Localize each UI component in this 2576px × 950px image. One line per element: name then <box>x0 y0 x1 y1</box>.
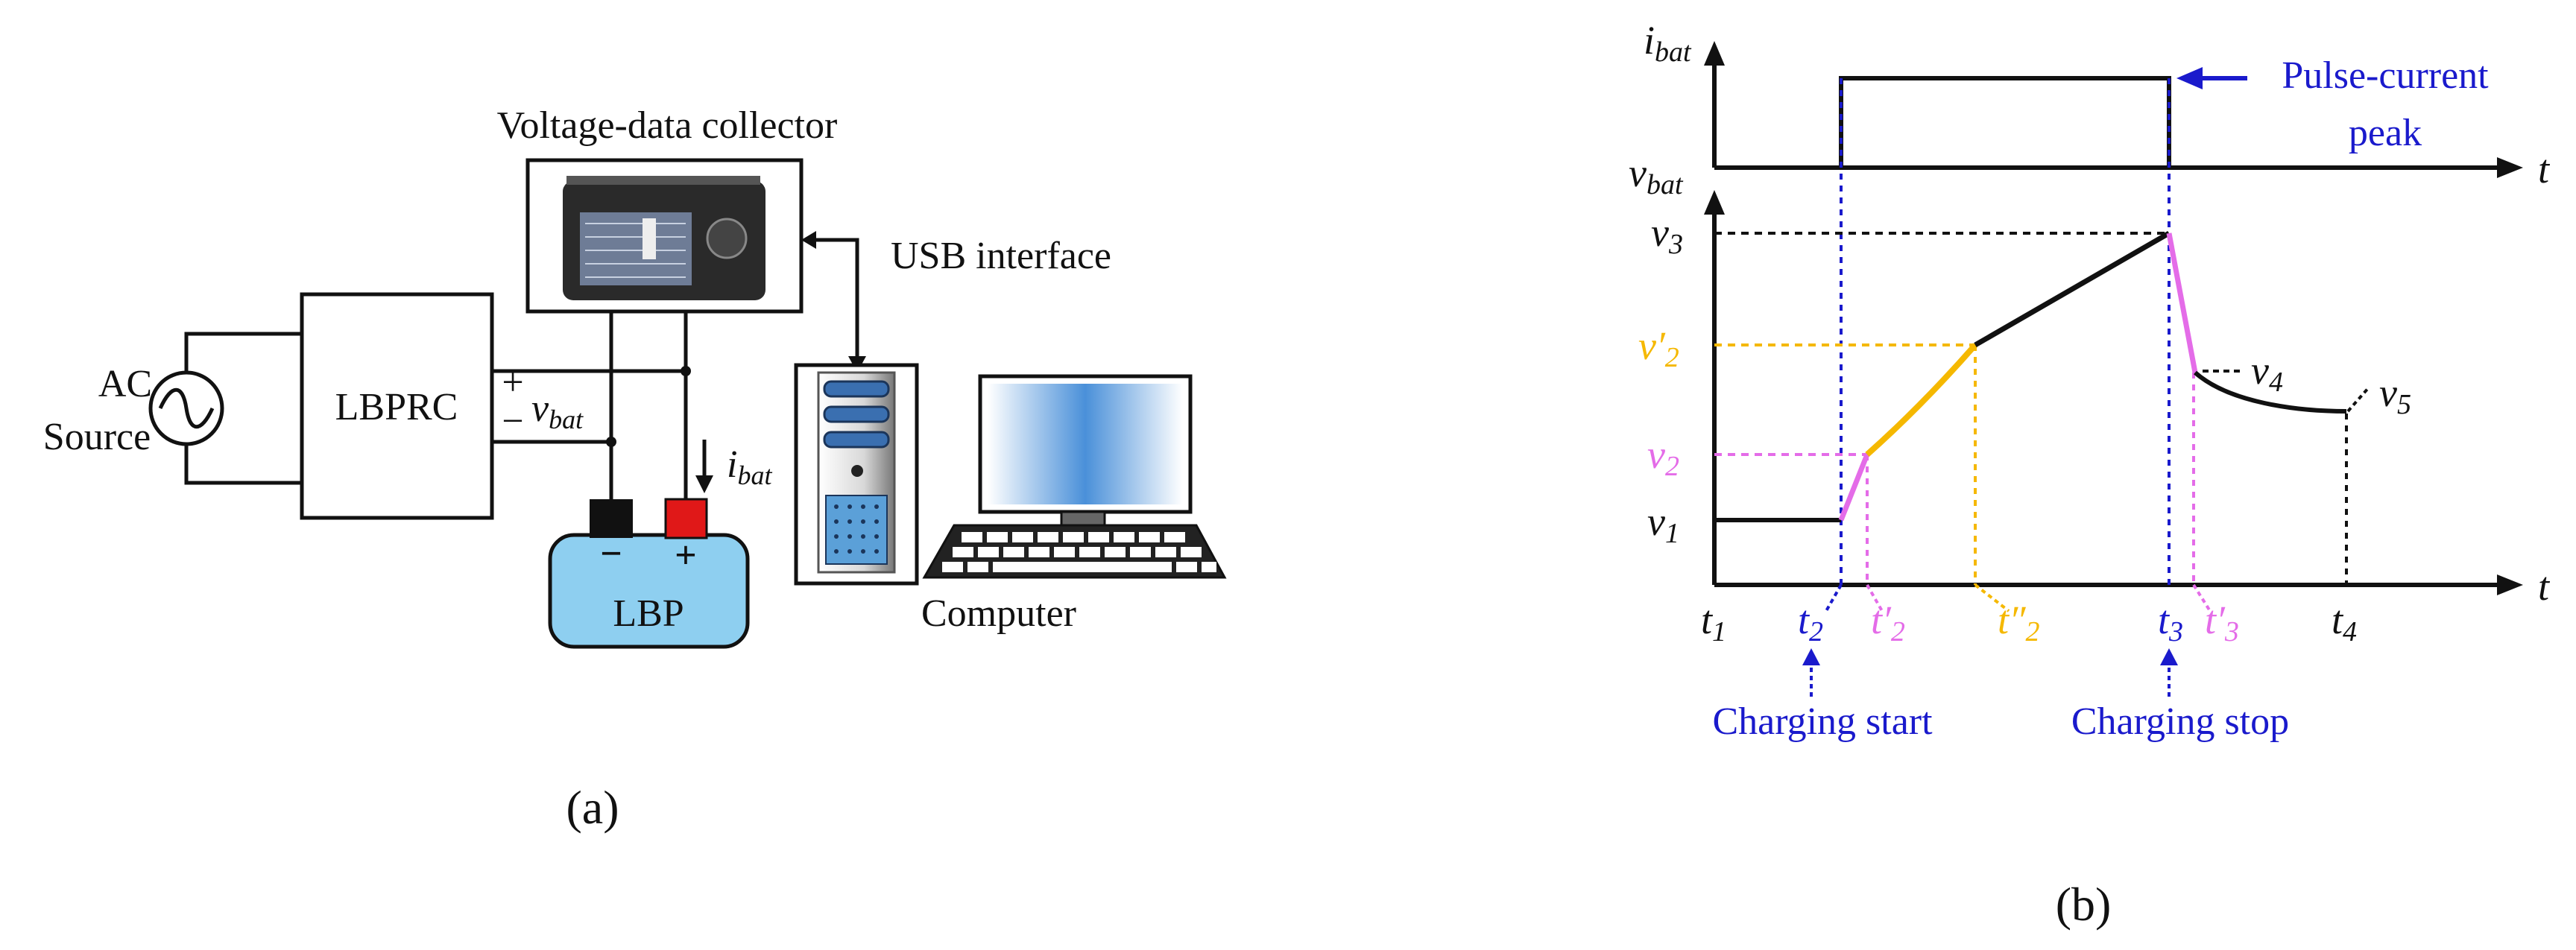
keyboard-icon <box>922 524 1227 579</box>
data-logger-icon <box>563 176 765 300</box>
vbat-label: vbat <box>531 387 584 434</box>
vbat-axis-label: vbat <box>1629 151 1684 200</box>
leader-t2prime <box>1866 584 1884 612</box>
ibat-time-axis-arrow <box>2497 157 2523 178</box>
ibat-arrow-head <box>695 475 713 493</box>
wire-ac-bottom <box>184 444 302 485</box>
charging-stop-label: Charging stop <box>2071 700 2289 743</box>
label-t2dprime: t″2 <box>1998 598 2040 647</box>
panel-a-label: (a) <box>566 781 619 834</box>
label-v2prime: v′2 <box>1638 323 1679 373</box>
t-label-top: t <box>2538 147 2551 191</box>
vbat-time-axis-arrow <box>2497 574 2523 595</box>
pulse-peak-arrow-head <box>2176 67 2203 89</box>
label-t2prime: t′2 <box>1871 598 1905 647</box>
label-t1: t1 <box>1701 598 1726 647</box>
charging-stop-arrow-head <box>2160 648 2178 665</box>
label-v5: v5 <box>2379 370 2411 420</box>
lbprc-label: LBPRC <box>335 386 458 428</box>
label-v3: v3 <box>1651 210 1683 260</box>
lbprc-box <box>300 292 494 520</box>
collector-label: Voltage-data collector <box>497 104 838 147</box>
label-v2: v2 <box>1647 432 1679 482</box>
leader-t2dprime <box>1974 583 2010 612</box>
label-t3prime: t′3 <box>2205 598 2239 647</box>
leader-t2 <box>1825 584 1843 612</box>
label-t3: t3 <box>2158 598 2183 647</box>
pulse-peak-label-line2: peak <box>2349 112 2422 154</box>
ibat-axis-arrow <box>1704 41 1725 66</box>
ac-source-label-line2: Source <box>43 416 151 458</box>
usb-cable <box>809 238 859 364</box>
monitor-icon <box>978 374 1193 544</box>
battery-plus-sign: + <box>675 534 697 577</box>
ibat-axis-label: ibat <box>1644 18 1692 68</box>
pulse-current-waveform <box>1714 76 2171 170</box>
charging-start-arrow-head <box>1802 648 1820 665</box>
battery-icon <box>548 498 750 649</box>
vbat-relaxation <box>2194 370 2347 414</box>
ac-source-label-line1: AC <box>98 363 152 405</box>
wire-ac-top <box>184 332 302 373</box>
vbat-minus-sign: − <box>502 400 523 443</box>
label-v1: v1 <box>1647 499 1679 549</box>
usb-label: USB interface <box>891 235 1111 277</box>
pulse-peak-label-line1: Pulse-current <box>2282 54 2489 97</box>
lbp-label: LBP <box>613 592 684 635</box>
label-v4: v4 <box>2251 348 2283 398</box>
panel-b: ibat vbat t t Pulse-current peak <box>1629 18 2551 931</box>
vbat-plus-sign: + <box>502 361 523 404</box>
vbat-drop-pink <box>2166 232 2198 373</box>
leader-t3prime <box>2192 583 2212 612</box>
vbat-linear-rise <box>1974 230 2171 348</box>
computer-tower-icon <box>817 371 896 574</box>
usb-arrow-left <box>801 231 816 249</box>
guide-v5 <box>2346 386 2370 413</box>
vbat-jump-pink <box>1838 453 1870 522</box>
wire-negative <box>492 440 613 503</box>
charging-start-label: Charging start <box>1712 700 1933 743</box>
panel-a: AC Source LBPRC + − vbat ibat − + LB <box>43 104 1227 834</box>
battery-minus-sign: − <box>600 533 622 575</box>
computer-label: Computer <box>921 592 1076 635</box>
panel-b-label: (b) <box>2056 878 2112 931</box>
vbat-curve-orange <box>1865 343 1978 457</box>
label-t2: t2 <box>1798 598 1823 647</box>
ac-source-icon <box>148 370 224 446</box>
label-t4: t4 <box>2332 598 2357 647</box>
ibat-label: ibat <box>727 443 772 490</box>
t-label-bottom: t <box>2538 564 2551 609</box>
vbat-axis-arrow <box>1704 190 1725 215</box>
